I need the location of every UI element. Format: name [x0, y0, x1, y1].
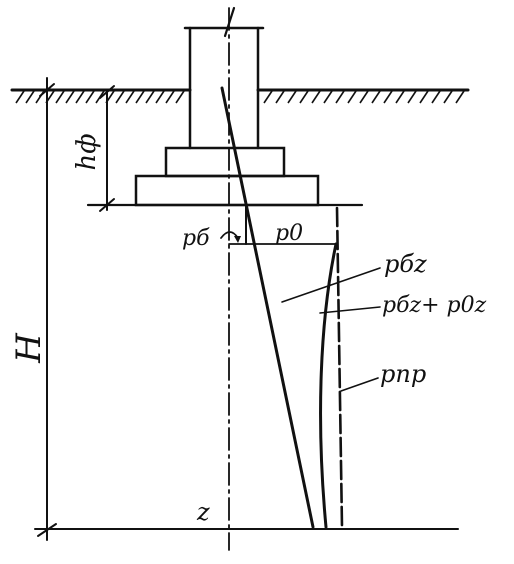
leader-limit-pressure: [340, 377, 379, 392]
base-pressure-block: [220, 204, 337, 245]
label-additional-pressure: p0: [275, 221, 303, 246]
limit-pressure-line: [335, 206, 344, 529]
label-limit-pressure: pпр: [380, 360, 426, 388]
ground-surface: [10, 88, 470, 104]
label-z: z: [196, 498, 210, 526]
label-natural-pressure: pб: [182, 226, 210, 251]
leader-sum-pressure: [319, 306, 381, 314]
column: [183, 26, 265, 150]
axis-top-mark: [223, 6, 236, 38]
sum-pressure-curve: [319, 242, 338, 529]
stepped-footing: [134, 146, 320, 207]
dimension-hf: [99, 85, 115, 212]
leader-natural-pressure: [281, 267, 381, 303]
label-sum-pressure-z: pбz+ p0z: [382, 293, 487, 318]
dimension-h: [37, 77, 57, 541]
label-natural-pressure-z: pбz: [384, 250, 427, 278]
natural-pressure-line: [220, 86, 315, 529]
label-hf: hф: [72, 133, 102, 170]
label-h: H: [9, 332, 49, 364]
arrow-head: [234, 236, 241, 243]
ground-hatching: [15, 90, 465, 104]
